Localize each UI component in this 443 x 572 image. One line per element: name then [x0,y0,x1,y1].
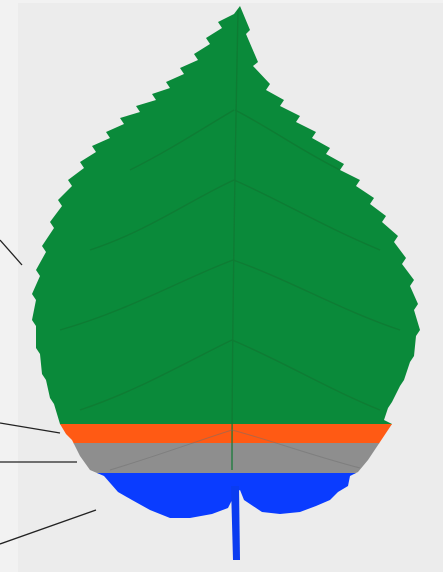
blue-base [0,473,443,572]
petiole [231,486,240,560]
orange-band [0,424,443,444]
leader-line [0,510,96,544]
leaf-blade [0,0,443,425]
gray-band [0,443,443,474]
leader-line [0,423,60,433]
leader-line [0,240,22,265]
